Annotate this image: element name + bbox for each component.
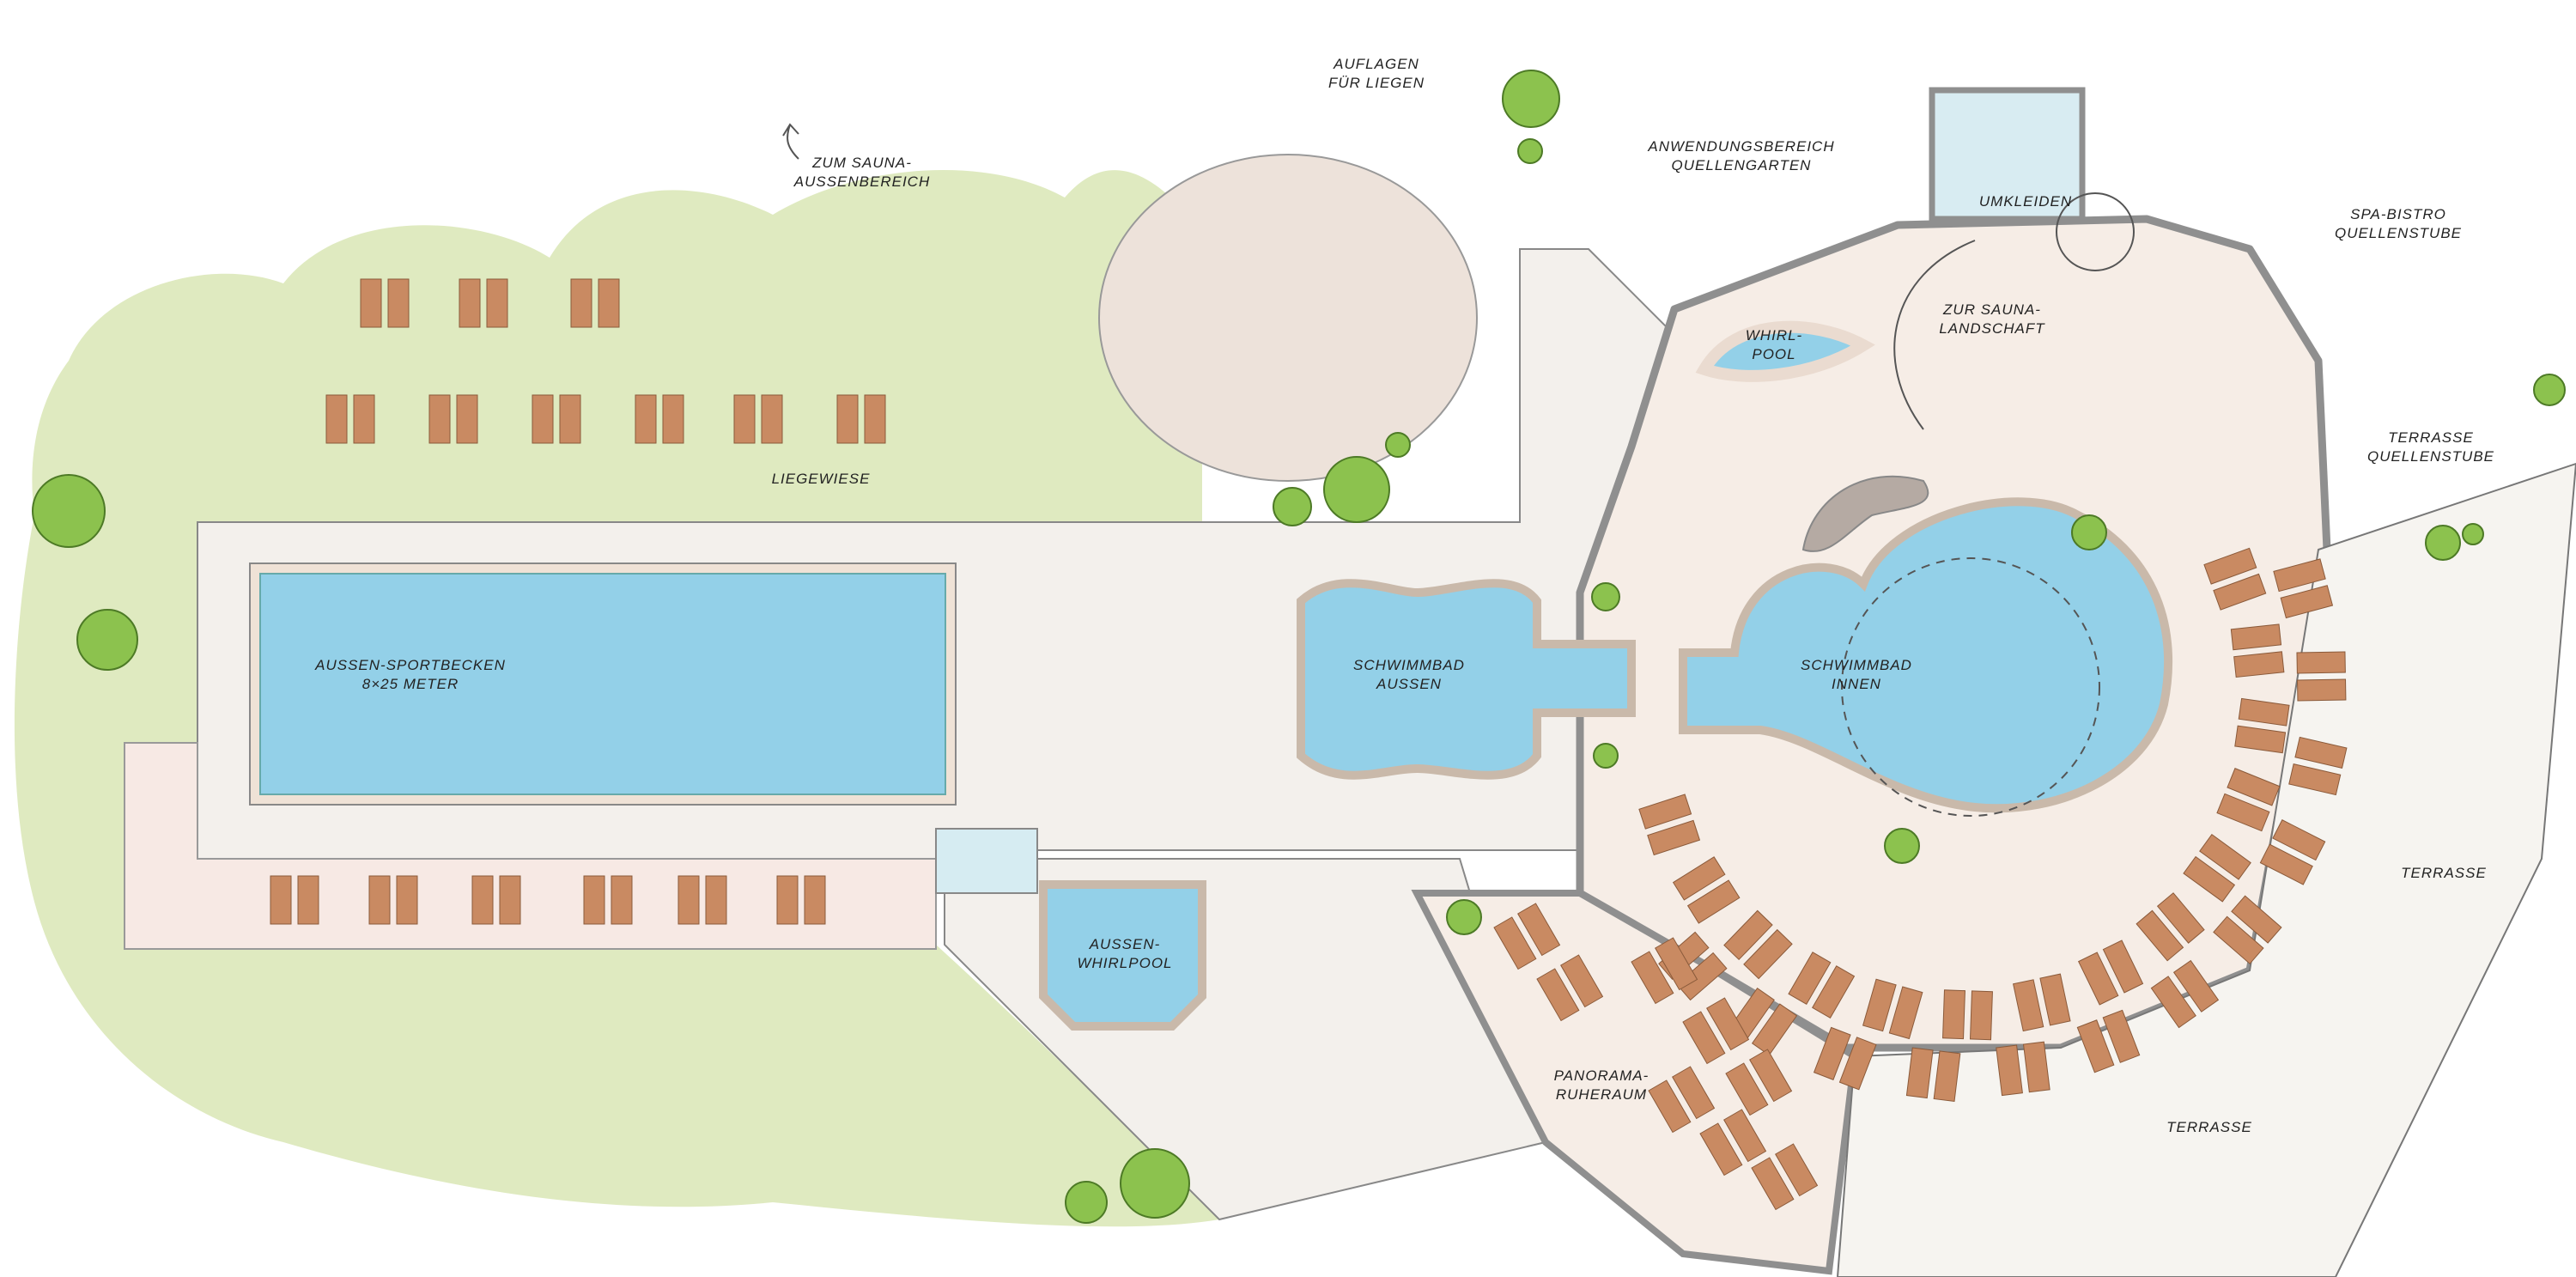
indoor-swimming-pool: [1679, 497, 2173, 813]
curved-staircase: [1893, 240, 1976, 430]
lounger: [2203, 547, 2267, 611]
lounger: [2183, 833, 2251, 903]
tree-icon: [1591, 582, 1620, 611]
lounger: [2213, 895, 2282, 964]
lounger: [677, 875, 727, 925]
lounger: [2216, 768, 2281, 832]
tree-icon: [1884, 828, 1920, 864]
label-zur-sauna-landschaft: ZUR SAUNA-LANDSCHAFT: [1939, 301, 2045, 337]
lounger: [428, 394, 478, 444]
tree-icon: [2533, 374, 2566, 406]
lounger: [2077, 940, 2144, 1006]
lounger: [1493, 903, 1561, 970]
lounger: [1672, 856, 1741, 924]
lounger: [733, 394, 783, 444]
lounger: [1682, 997, 1750, 1065]
lounger: [635, 394, 684, 444]
tree-icon: [2071, 514, 2107, 550]
tree-icon: [1502, 70, 1560, 128]
tree-icon: [1273, 487, 1312, 526]
lounger: [1788, 952, 1856, 1019]
label-liegewiese: LIEGEWIESE: [772, 471, 871, 487]
lounger: [1751, 1143, 1819, 1211]
spiral-staircase: [2056, 192, 2136, 271]
lounger: [360, 278, 410, 328]
label-aussen-whirlpool: AUSSEN-WHIRLPOOL: [1077, 936, 1172, 971]
tree-icon: [1385, 432, 1411, 458]
outdoor-whirlpool: [1039, 880, 1206, 1031]
label-whirlpool-innen: WHIRL-POOL: [1746, 327, 1802, 362]
lounger: [2136, 892, 2205, 962]
trees: [32, 70, 2566, 1224]
label-umkleiden: UMKLEIDEN: [1979, 193, 2072, 210]
label-terrasse-south: TERRASSE: [2166, 1119, 2252, 1135]
lounger: [2296, 651, 2347, 702]
lounger: [1699, 1109, 1767, 1177]
indoor-pool-dashed-circle: [1841, 557, 2100, 817]
lounger: [1905, 1047, 1961, 1102]
tree-icon: [1323, 456, 1390, 523]
lounger: [368, 875, 418, 925]
plaza: [1098, 154, 1478, 482]
lounger: [2234, 697, 2290, 754]
loungers: [270, 278, 2348, 1211]
lounger: [459, 278, 508, 328]
indoor-whirlpool: [1695, 320, 1875, 382]
lounger: [1862, 978, 1923, 1040]
lounger: [2273, 558, 2334, 619]
label-panorama-ruheraum: PANORAMA-RUHERAUM: [1554, 1067, 1649, 1103]
lounger: [1996, 1041, 2050, 1097]
tree-icon: [1517, 138, 1543, 164]
tree-icon: [2425, 525, 2461, 561]
lounger: [325, 394, 375, 444]
lounger: [2150, 959, 2220, 1029]
foot-basins: [935, 828, 1038, 894]
lounger: [570, 278, 620, 328]
lounger: [1942, 989, 1993, 1041]
outdoor-swimming-pool: [1297, 579, 1636, 780]
tree-icon: [1446, 899, 1482, 935]
tree-icon: [1593, 743, 1619, 769]
lounger: [776, 875, 826, 925]
grotto-rock: [1801, 475, 1929, 552]
lounger: [583, 875, 633, 925]
tree-icon: [1120, 1148, 1190, 1219]
sport-pool: [259, 573, 946, 795]
lounger: [2259, 819, 2326, 885]
lounger: [836, 394, 886, 444]
lounger: [532, 394, 581, 444]
lounger: [2076, 1009, 2141, 1073]
lounger: [2013, 973, 2071, 1032]
lounger: [1536, 954, 1604, 1022]
lounger: [1723, 909, 1793, 980]
lounger: [2288, 736, 2348, 796]
label-zum-sauna-aussenbereich: ZUM SAUNA-AUSSENBEREICH: [793, 155, 930, 190]
lounger: [1631, 937, 1698, 1005]
lounger: [1725, 1049, 1793, 1116]
lounger: [471, 875, 521, 925]
lounger: [1648, 1066, 1716, 1134]
tree-icon: [32, 474, 106, 548]
tree-icon: [1065, 1181, 1108, 1224]
tree-icon: [76, 609, 138, 671]
lawn-area: [14, 169, 1219, 1227]
outer-terrace: [1836, 462, 2576, 1277]
panorama-room: [1411, 890, 1859, 1275]
lounger: [270, 875, 319, 925]
lounger: [2230, 623, 2285, 678]
tree-icon: [2462, 523, 2484, 545]
lounger: [1638, 794, 1701, 856]
arrow-up-icon: [782, 123, 799, 160]
changing-rooms: [1929, 87, 2086, 222]
lounger: [1813, 1026, 1877, 1091]
label-terrasse-east: TERRASSE: [2401, 865, 2487, 881]
